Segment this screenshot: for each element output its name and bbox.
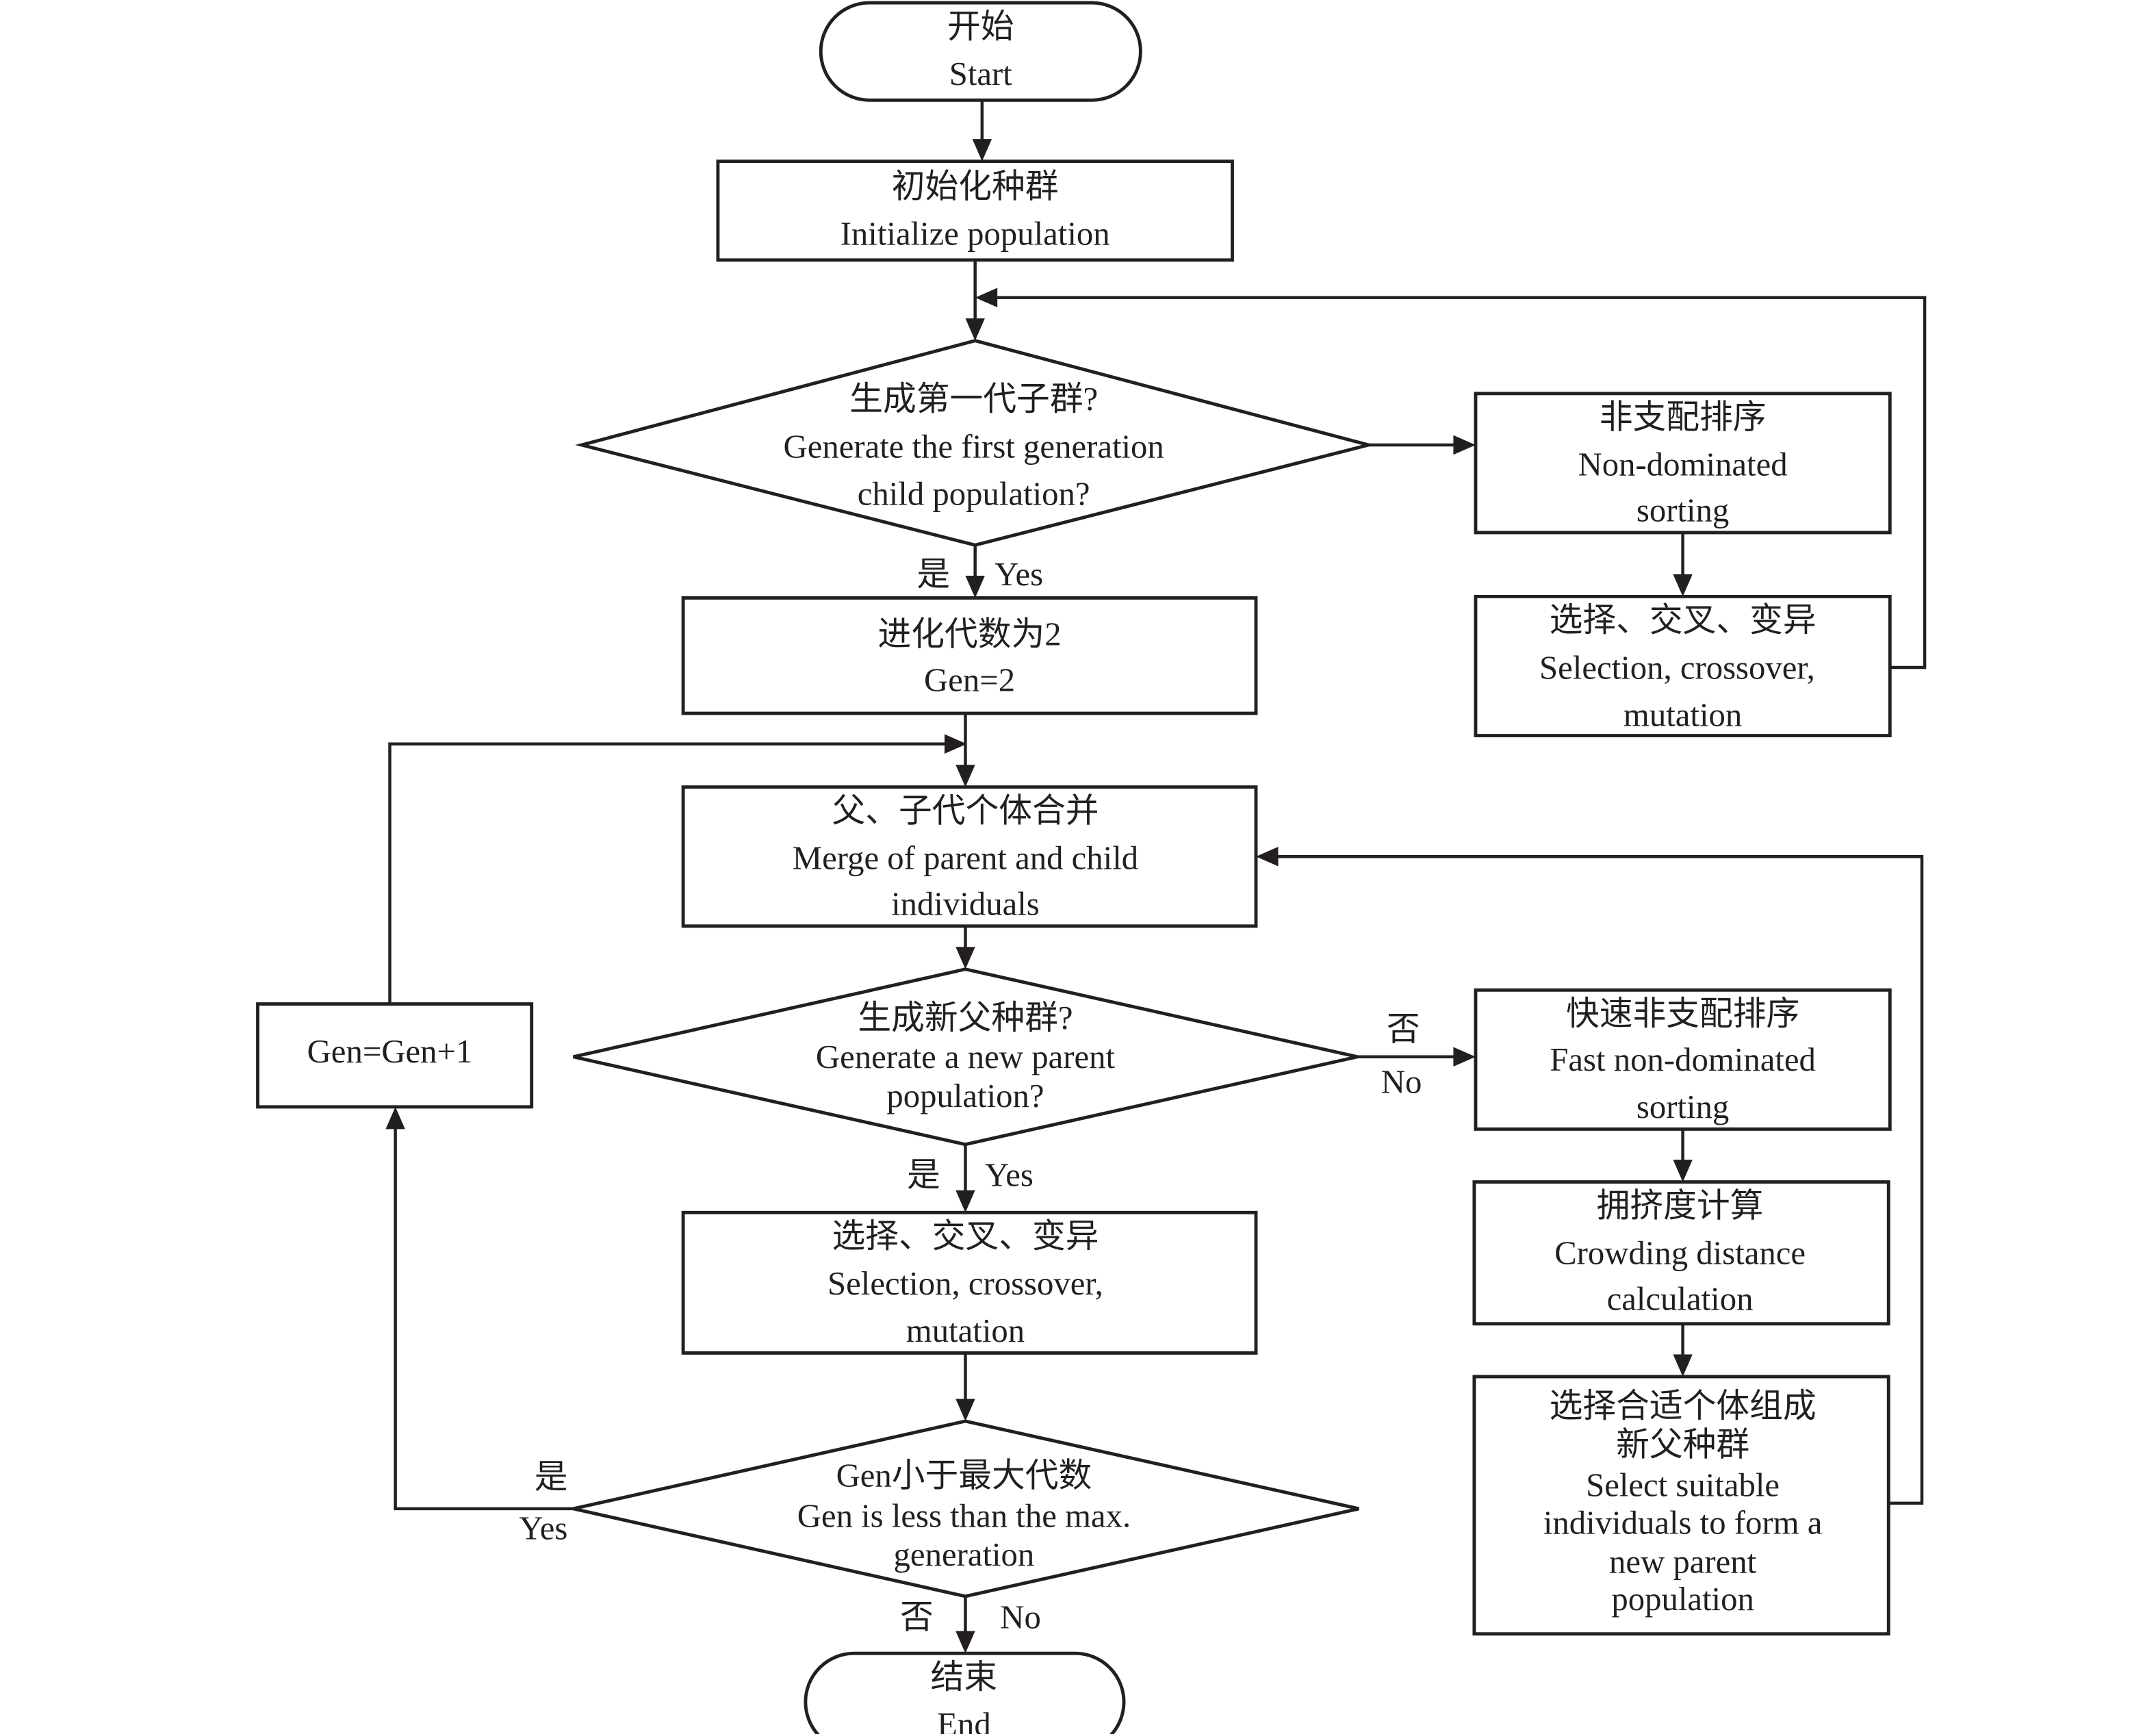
arrowhead: [975, 288, 998, 307]
first-child-label-zh: 生成第一代子群?: [849, 381, 1098, 418]
gen2-box: [681, 596, 1258, 715]
edge-select-loop-merge: [1272, 855, 1924, 1505]
nd-sort-label-en-1: Non-dominated: [1578, 446, 1788, 483]
new-parent-no-en: No: [1381, 1064, 1422, 1101]
fast-nd-label-zh: 快速非支配排序: [1566, 995, 1799, 1032]
select-suitable-box: [1472, 1375, 1890, 1636]
edge-gen-check-gen-inc: [394, 1123, 574, 1511]
node-labels: 开始 Start 初始化种群 Initialize population 生成第…: [307, 8, 1823, 1734]
new-parent-label-zh: 生成新父种群?: [858, 999, 1073, 1036]
gen-check-yes-zh: 是: [535, 1458, 568, 1495]
select-suitable-label-en-4: population: [1611, 1581, 1754, 1618]
first-child-yes-en: Yes: [994, 556, 1043, 593]
selection-2-label-zh: 选择、交叉、变异: [832, 1218, 1099, 1255]
arrowhead: [1256, 847, 1279, 867]
gen-check-no-en: No: [1000, 1599, 1041, 1636]
gen-check-label-en-2: generation: [894, 1536, 1035, 1573]
new-parent-yes-en: Yes: [985, 1157, 1034, 1194]
selection-2-label-en-2: mutation: [906, 1312, 1025, 1349]
end-terminal: [804, 1651, 1126, 1734]
selection-crossover-mutation-box-2: [681, 1210, 1258, 1355]
edge-labels: 是 Yes 否 No 是 Yes 是 Yes 否 No: [519, 556, 1422, 1635]
gen-check-label-zh: Gen小于最大代数: [836, 1457, 1092, 1494]
merge-label-en-1: Merge of parent and child: [793, 840, 1138, 877]
new-parent-label-en-1: Generate a new parent: [816, 1038, 1116, 1075]
crowding-label-en-1: Crowding distance: [1554, 1234, 1806, 1271]
merge-box: [681, 785, 1258, 928]
arrowhead: [1453, 435, 1476, 455]
start-label-en: Start: [949, 55, 1013, 92]
merge-label-zh: 父、子代个体合并: [832, 792, 1099, 829]
select-suitable-label-en-2: individuals to form a: [1543, 1504, 1823, 1541]
gen-check-label-en-1: Gen is less than the max.: [797, 1497, 1131, 1534]
first-child-label-en-1: Generate the first generation: [784, 428, 1164, 465]
gen2-label-zh: 进化代数为2: [877, 616, 1061, 653]
select-suitable-label-en-3: new parent: [1609, 1543, 1757, 1580]
start-label-zh: 开始: [947, 8, 1014, 45]
arrowhead: [385, 1106, 405, 1130]
gen-increment-box: [256, 1002, 534, 1109]
nd-sort-label-zh: 非支配排序: [1600, 399, 1767, 436]
arrowhead: [1673, 1354, 1693, 1377]
select-suitable-label-en-1: Select suitable: [1586, 1467, 1780, 1504]
fast-nd-label-en-2: sorting: [1637, 1088, 1729, 1125]
selection-1-label-en-2: mutation: [1624, 696, 1742, 733]
arrowhead: [955, 947, 975, 969]
arrowhead: [955, 1631, 975, 1654]
end-label-zh: 结束: [931, 1659, 998, 1696]
end-label-en: End: [937, 1706, 991, 1734]
selection-1-label-en-1: Selection, crossover,: [1539, 649, 1815, 686]
nd-sort-label-en-2: sorting: [1637, 492, 1729, 529]
fast-nd-label-en-1: Fast non-dominated: [1550, 1041, 1816, 1078]
gen2-label-en: Gen=2: [924, 662, 1015, 699]
first-child-label-en-2: child population?: [858, 475, 1090, 512]
gen-check-no-zh: 否: [900, 1599, 934, 1636]
edge-gen-inc-loop: [388, 742, 949, 1004]
gen-increment-label: Gen=Gen+1: [307, 1033, 473, 1070]
arrowhead: [965, 575, 985, 598]
arrowhead: [1673, 1160, 1693, 1182]
init-population-box: [716, 160, 1234, 262]
crowding-label-en-2: calculation: [1607, 1280, 1754, 1317]
connectors: [385, 100, 1927, 1654]
new-parent-label-en-2: population?: [886, 1078, 1044, 1114]
arrowhead: [944, 734, 967, 754]
new-parent-yes-zh: 是: [907, 1157, 940, 1194]
select-suitable-label-zh-2: 新父种群: [1616, 1427, 1749, 1464]
arrowhead: [1453, 1047, 1476, 1067]
arrowhead: [965, 318, 985, 341]
selection-1-label-zh: 选择、交叉、变异: [1550, 602, 1817, 639]
merge-label-en-2: individuals: [891, 886, 1040, 923]
arrowhead: [955, 765, 975, 787]
new-parent-no-zh: 否: [1387, 1010, 1420, 1047]
selection-2-label-en-1: Selection, crossover,: [827, 1265, 1103, 1302]
gen-check-yes-en: Yes: [519, 1510, 567, 1547]
init-label-en: Initialize population: [840, 216, 1110, 253]
first-child-yes-zh: 是: [916, 556, 950, 593]
arrowhead: [1673, 574, 1693, 597]
edge-selection-loop-back: [992, 296, 1927, 670]
select-suitable-label-zh-1: 选择合适个体组成: [1550, 1388, 1817, 1425]
arrowhead: [955, 1399, 975, 1421]
arrowhead: [955, 1190, 975, 1213]
crowding-label-zh: 拥挤度计算: [1597, 1187, 1764, 1224]
init-label-zh: 初始化种群: [892, 168, 1059, 205]
arrowhead: [972, 139, 992, 162]
